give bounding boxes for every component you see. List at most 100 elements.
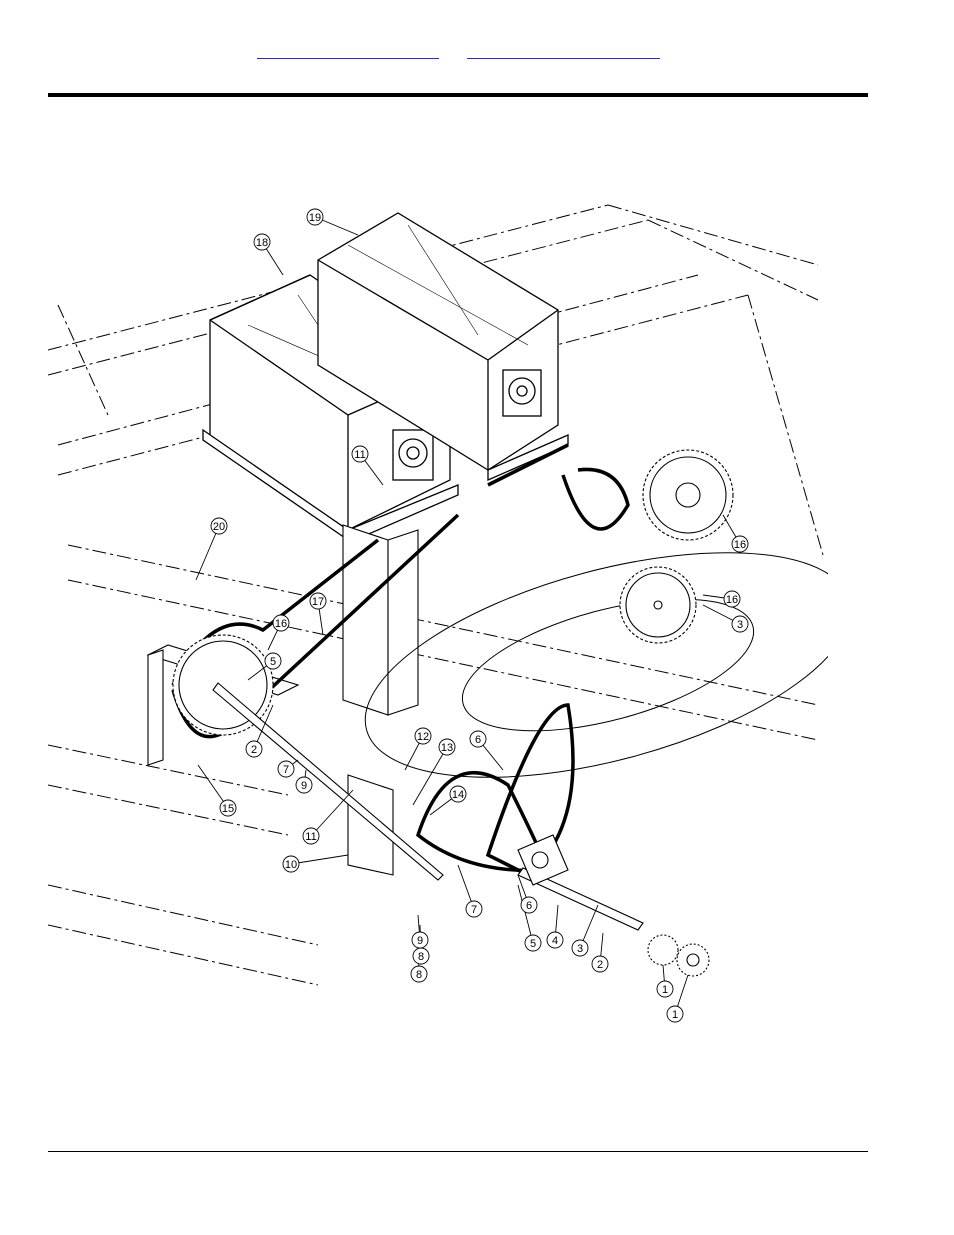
callout-circle bbox=[546, 931, 564, 949]
nav-link-2[interactable] bbox=[467, 44, 660, 59]
callout-circle bbox=[469, 730, 487, 748]
callout-circle bbox=[465, 900, 483, 918]
callout-number: 17 bbox=[312, 596, 324, 608]
callout-circle bbox=[666, 1005, 684, 1023]
callout-2: 2 bbox=[591, 932, 609, 973]
callout-19: 19 bbox=[306, 208, 359, 236]
callout-leader bbox=[412, 746, 448, 806]
callout-circle bbox=[351, 445, 369, 463]
callout-6: 6 bbox=[469, 730, 504, 771]
callout-2: 2 bbox=[245, 704, 274, 758]
callout-circle bbox=[253, 233, 271, 251]
sprockets bbox=[172, 449, 734, 977]
callout-12: 12 bbox=[404, 727, 432, 771]
parts-diagram: 1122334556677889910111112131415161616171… bbox=[48, 204, 828, 1023]
callout-circle bbox=[245, 740, 263, 758]
callout-number: 8 bbox=[416, 969, 422, 981]
callout-circle bbox=[302, 827, 320, 845]
callout-number: 14 bbox=[452, 789, 464, 801]
callout-14: 14 bbox=[429, 785, 467, 816]
callout-circle bbox=[731, 615, 749, 633]
nav-link-1[interactable] bbox=[257, 44, 439, 59]
callout-circle bbox=[723, 590, 741, 608]
callout-labels: 1122334556677889910111112131415161616171… bbox=[195, 208, 749, 1023]
callout-number: 1 bbox=[672, 1009, 678, 1021]
callout-4: 4 bbox=[546, 904, 564, 949]
callout-circle bbox=[591, 955, 609, 973]
top-navigation bbox=[0, 44, 954, 60]
shafts bbox=[212, 682, 644, 931]
callout-circle bbox=[571, 939, 589, 957]
callout-number: 11 bbox=[354, 449, 365, 461]
callout-7: 7 bbox=[457, 864, 483, 918]
callout-18: 18 bbox=[253, 233, 284, 276]
callout-9: 9 bbox=[411, 914, 429, 949]
footer-rule bbox=[48, 1151, 868, 1152]
callout-3: 3 bbox=[702, 604, 749, 633]
callout-circle bbox=[306, 208, 324, 226]
callout-number: 4 bbox=[552, 935, 558, 947]
callout-3: 3 bbox=[571, 904, 599, 957]
callout-number: 19 bbox=[309, 212, 321, 224]
callout-number: 18 bbox=[256, 237, 268, 249]
callout-circle bbox=[656, 980, 674, 998]
callout-20: 20 bbox=[195, 517, 228, 581]
callout-number: 13 bbox=[441, 742, 453, 754]
callout-leader bbox=[195, 525, 220, 581]
callout-leader bbox=[517, 884, 534, 944]
callout-number: 1 bbox=[662, 984, 668, 996]
callout-number: 15 bbox=[222, 803, 234, 815]
callout-11: 11 bbox=[351, 445, 384, 486]
callout-16: 16 bbox=[702, 590, 741, 608]
large-shield bbox=[364, 552, 828, 778]
callout-circle bbox=[524, 934, 542, 952]
callout-number: 16 bbox=[734, 539, 746, 551]
callout-number: 7 bbox=[471, 904, 477, 916]
callout-leader bbox=[197, 764, 229, 809]
callout-1: 1 bbox=[666, 974, 689, 1023]
callout-number: 6 bbox=[475, 734, 481, 746]
callout-leader bbox=[290, 854, 349, 865]
callout-9: 9 bbox=[295, 769, 313, 794]
callout-number: 16 bbox=[726, 594, 738, 606]
callout-circle bbox=[731, 535, 749, 553]
callout-circle bbox=[210, 517, 228, 535]
callout-circle bbox=[411, 931, 429, 949]
callout-number: 2 bbox=[597, 959, 603, 971]
callout-7: 7 bbox=[277, 759, 299, 778]
callout-number: 7 bbox=[283, 764, 289, 776]
callout-number: 5 bbox=[270, 656, 276, 668]
callout-circle bbox=[219, 799, 237, 817]
callout-number: 6 bbox=[526, 900, 532, 912]
callout-circle bbox=[410, 965, 428, 983]
callout-17: 17 bbox=[309, 592, 327, 636]
callout-6: 6 bbox=[517, 874, 538, 914]
callout-16: 16 bbox=[722, 514, 749, 553]
callout-circle bbox=[282, 855, 300, 873]
callout-circle bbox=[272, 614, 290, 632]
header-rule bbox=[48, 93, 868, 97]
callout-number: 9 bbox=[301, 780, 307, 792]
callout-16: 16 bbox=[267, 614, 290, 651]
callout-number: 12 bbox=[417, 731, 429, 743]
callout-circle bbox=[295, 776, 313, 794]
callout-10: 10 bbox=[282, 854, 349, 873]
callout-number: 8 bbox=[418, 951, 424, 963]
callout-number: 2 bbox=[251, 744, 257, 756]
callout-13: 13 bbox=[412, 738, 456, 806]
callout-leader bbox=[310, 789, 354, 837]
callout-number: 3 bbox=[737, 619, 743, 631]
callout-circle bbox=[438, 738, 456, 756]
callout-circle bbox=[520, 896, 538, 914]
callout-15: 15 bbox=[197, 764, 237, 817]
callout-number: 9 bbox=[417, 935, 423, 947]
callout-circle bbox=[414, 727, 432, 745]
callout-circle bbox=[449, 785, 467, 803]
callout-11: 11 bbox=[302, 789, 354, 845]
callout-number: 16 bbox=[275, 618, 287, 630]
callout-number: 20 bbox=[213, 521, 225, 533]
callout-number: 11 bbox=[305, 831, 316, 843]
callout-1: 1 bbox=[656, 964, 674, 998]
callout-number: 3 bbox=[577, 943, 583, 955]
callout-5: 5 bbox=[517, 884, 542, 952]
